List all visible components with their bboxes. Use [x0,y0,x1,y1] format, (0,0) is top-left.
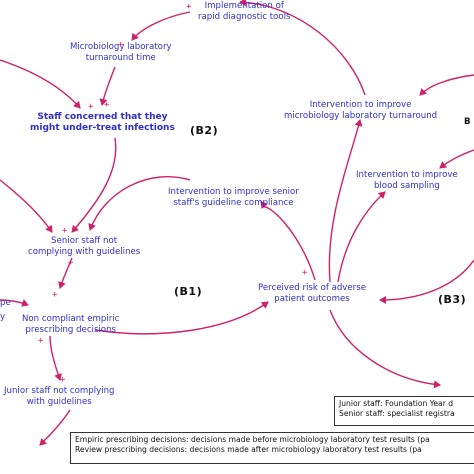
loop-label-b3: (B3) [438,293,467,306]
arrow-right-to-risk [379,259,474,304]
polarity-sign: + [60,375,66,385]
arrow-left-to-concerned [0,59,81,109]
node-perceived-risk: Perceived risk of adverse patient outcom… [258,283,366,304]
legend-staff-definitions: Junior staff: Foundation Year d Senior s… [334,396,474,426]
arrow-risk-to-intv-turnaround [328,119,363,283]
polarity-sign: + [262,300,268,310]
polarity-sign: + [302,268,308,278]
node-intervention-turnaround: Intervention to improve microbiology lab… [284,100,437,121]
node-line: microbiology laboratory turnaround [284,110,438,121]
legend-line: Empiric prescribing decisions: decisions… [75,435,430,444]
polarity-sign: - [90,222,96,232]
polarity-sign: + [68,258,74,268]
legend-decision-definitions: Empiric prescribing decisions: decisions… [70,432,474,464]
node-line: patient outcomes [274,293,350,304]
node-staff-concerned: Staff concerned that they might under-tr… [30,112,175,133]
arrow-risk-to-bottom-right [329,309,441,389]
node-right-fragment: B [464,117,471,127]
legend-line: Senior staff: specialist registra [339,409,455,418]
polarity-sign: + [186,2,192,12]
node-non-compliant-empiric: Non compliant empiric prescribing decisi… [22,314,119,335]
arrow-intv-turnaround-to-rapid [239,0,366,96]
node-line: Intervention to improve senior [168,187,299,197]
polarity-sign: + [52,290,58,300]
node-junior-staff-not-complying: Junior staff not complying with guidelin… [4,386,114,407]
node-senior-staff-not-complying: Senior staff not complying with guidelin… [28,236,140,257]
node-line: complying with guidelines [28,246,141,257]
node-line: prescribing decisions [25,324,116,335]
legend-line: Junior staff: Foundation Year d [339,399,454,408]
node-line: Microbiology laboratory [70,42,172,52]
arrow-risk-to-intv-senior [260,200,316,281]
node-line: Junior staff not complying [4,386,115,396]
arrow-risk-to-intv-blood [337,191,386,283]
node-line: turnaround time [85,52,156,63]
polarity-sign: + [118,40,124,50]
node-line: Senior staff not [51,236,118,246]
arrow-senior-to-noncompliant [58,257,73,289]
polarity-sign: + [88,102,94,112]
loop-label-b2: (B2) [190,124,219,137]
node-line: Staff concerned that they [37,112,168,122]
node-micro-turnaround-time: Microbiology laboratory turnaround time [70,42,172,63]
node-line: Perceived risk of adverse [258,283,366,293]
arrow-left-to-noncompliant [0,299,29,307]
node-intervention-blood-sampling: Intervention to improve blood sampling [356,170,458,191]
polarity-sign: + [62,226,68,236]
arrow-junior-to-bottom [39,409,71,446]
arrow-right-to-intv-turnaround [419,74,474,96]
node-line: Intervention to improve [309,100,412,110]
node-line: rapid diagnostic tools [198,11,291,22]
arrow-left-to-senior [0,179,53,233]
node-line: Non compliant empiric [22,314,120,324]
node-line: with guidelines [26,396,92,407]
arrow-noncompliant-to-risk [94,301,269,335]
node-left-fragment-2: y [0,312,6,322]
node-line: Intervention to improve [356,170,458,180]
legend-line: Review prescribing decisions: decisions … [75,445,422,454]
arrow-noncompliant-to-junior [49,335,62,381]
arrow-intv-senior-to-senior [88,176,191,231]
arrow-concerned-to-senior [71,137,117,233]
node-intervention-senior-compliance: Intervention to improve senior staff's g… [168,187,299,208]
node-line: might under-treat infections [30,122,175,133]
arrow-turnaround-to-concerned [99,66,116,106]
arrow-right-to-intv-blood [439,149,474,169]
node-line: blood sampling [373,180,440,191]
node-line: staff's guideline compliance [173,197,294,208]
loop-label-b1: (B1) [174,285,203,298]
polarity-sign: + [38,336,44,346]
node-line: Implementation of [204,1,284,11]
polarity-sign: - [130,30,136,40]
node-left-fragment-1: pe [0,298,11,308]
node-implementation-rapid-tools: Implementation of rapid diagnostic tools [198,1,291,22]
arrow-rapid-to-turnaround [131,11,191,41]
polarity-sign: + [104,100,110,110]
